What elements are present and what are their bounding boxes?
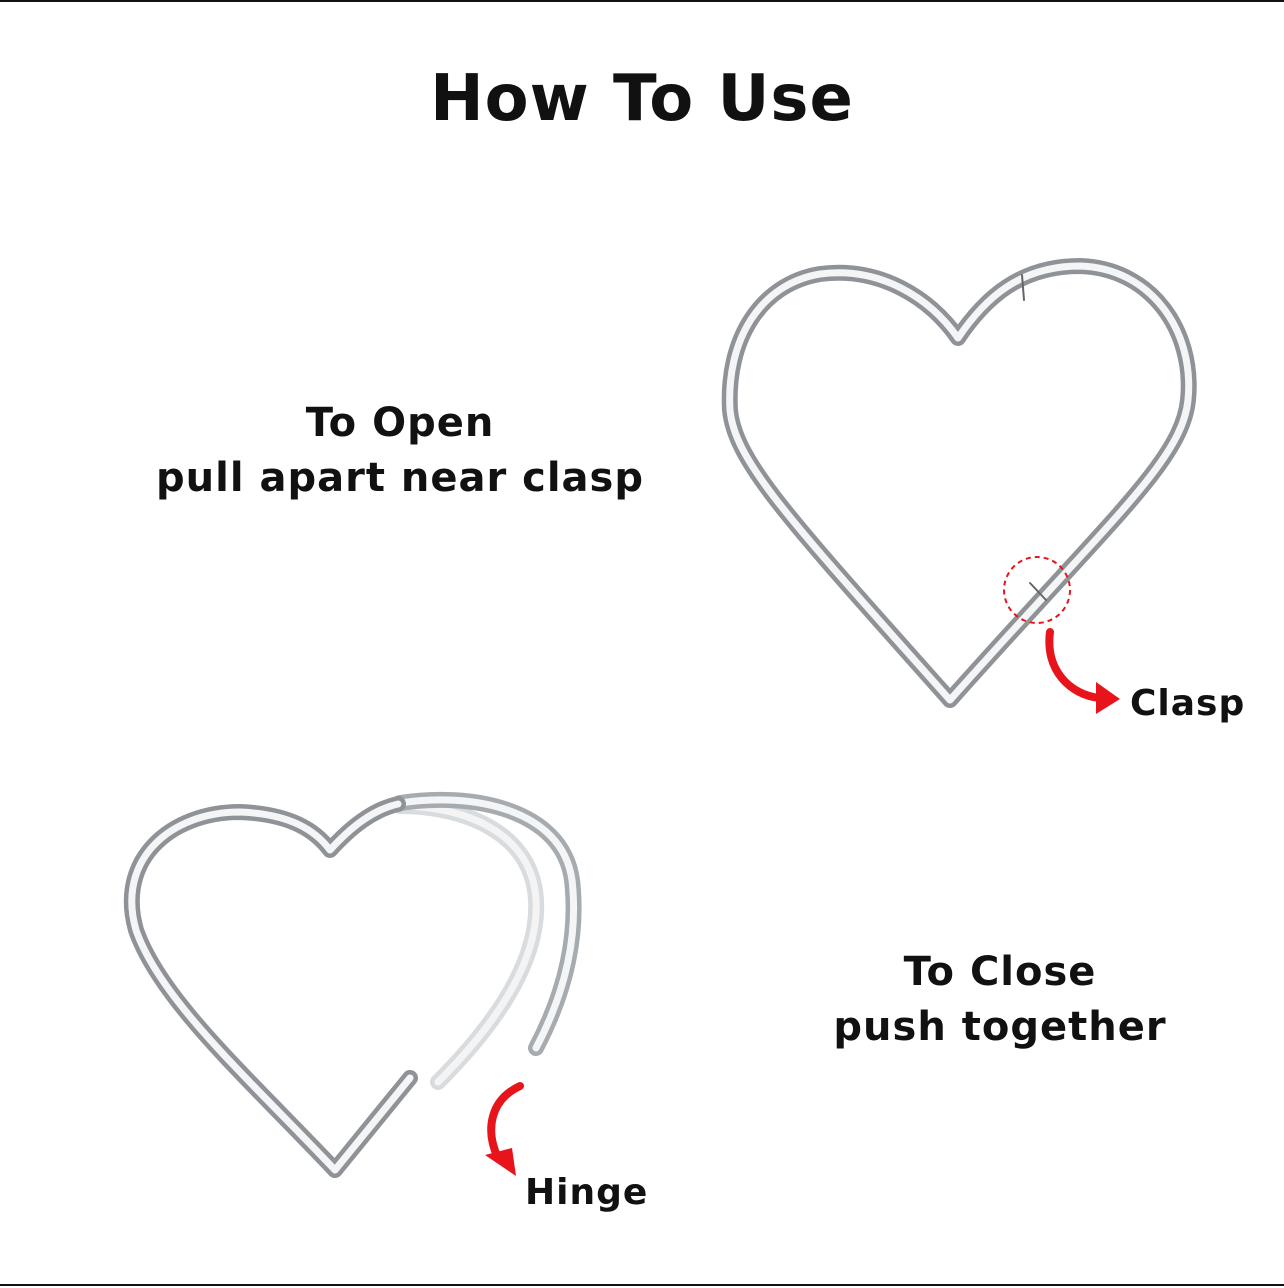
hinge-label: Hinge — [525, 1172, 649, 1213]
close-description: push together — [833, 1004, 1167, 1050]
clasp-label: Clasp — [1130, 683, 1246, 724]
top-border — [0, 0, 1284, 2]
closed-heart-ring — [721, 258, 1197, 708]
clasp-highlight-circle — [1003, 556, 1071, 624]
close-heading: To Close — [903, 949, 1097, 995]
bottom-border — [0, 1284, 1284, 1286]
open-instructions: To Open pull apart near clasp — [120, 396, 680, 506]
clasp-arrow-icon — [1045, 628, 1120, 714]
open-heart-ring — [123, 791, 582, 1178]
open-description: pull apart near clasp — [156, 455, 644, 501]
open-heading: To Open — [305, 400, 495, 446]
page-title: How To Use — [430, 62, 854, 136]
close-instructions: To Close push together — [790, 945, 1210, 1055]
hinge-arrow-icon — [485, 1082, 524, 1176]
